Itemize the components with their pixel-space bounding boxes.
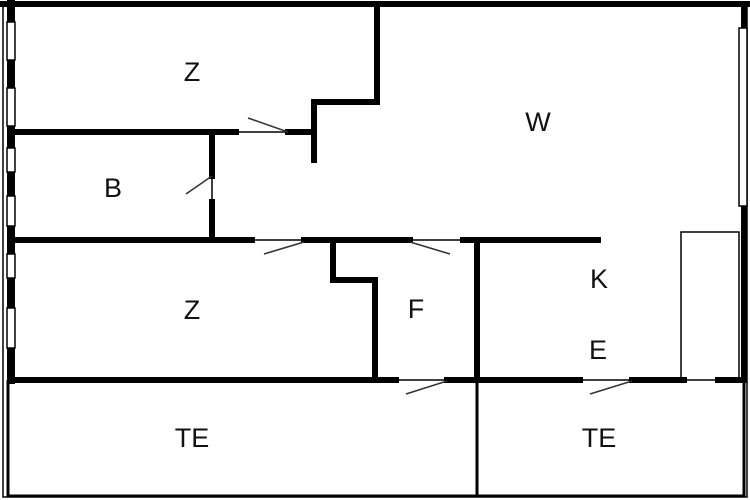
window-left-4 <box>6 195 16 227</box>
room-label-z-top: Z <box>184 57 201 87</box>
room-label-te-right: TE <box>582 423 617 453</box>
window-left-6 <box>6 307 16 349</box>
door-swing-mid-2 <box>409 241 451 255</box>
door-swing-mid-1 <box>263 241 305 255</box>
room-label-b: B <box>104 173 122 203</box>
room-label-k: K <box>590 264 608 294</box>
window-left-5 <box>6 253 16 279</box>
room-label-te-left: TE <box>175 423 210 453</box>
window-left-3 <box>6 147 16 173</box>
door-swing-b <box>185 175 213 195</box>
room-label-w: W <box>525 107 551 137</box>
door-swing-z-top <box>247 117 289 133</box>
door-swing-bottom-1 <box>405 380 448 395</box>
window-left-2 <box>6 87 16 127</box>
room-label-z-bottom: Z <box>184 295 201 325</box>
window-left-1 <box>6 21 16 61</box>
door-swing-bottom-2 <box>589 380 633 395</box>
kitchen-counter <box>680 231 740 381</box>
room-label-f: F <box>408 294 425 324</box>
window-right <box>738 27 748 207</box>
room-label-e: E <box>589 335 607 365</box>
